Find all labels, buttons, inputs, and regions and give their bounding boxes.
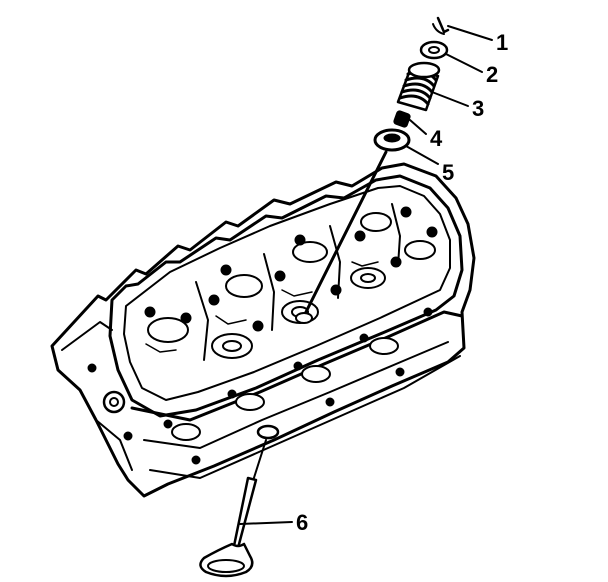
valve-spring — [396, 61, 441, 112]
callout-leaders — [239, 25, 493, 525]
callout-numbers: 1 2 3 4 5 6 — [296, 30, 508, 535]
callout-3: 3 — [472, 96, 484, 121]
cylinder-head — [50, 162, 476, 498]
callout-5: 5 — [442, 160, 454, 185]
valve-stem-oil-seal — [393, 110, 411, 128]
callout-6: 6 — [296, 510, 308, 535]
callout-2: 2 — [486, 62, 498, 87]
callout-leader-5 — [405, 145, 439, 165]
callout-4: 4 — [430, 126, 443, 151]
valve-spring-retainer — [419, 40, 449, 60]
port-face — [130, 307, 464, 479]
valve-seat — [256, 424, 280, 440]
valve-axis-line — [302, 150, 388, 318]
valve — [199, 439, 267, 578]
callout-leader-2 — [445, 53, 483, 73]
valve-pockets — [144, 203, 438, 361]
callout-leader-3 — [431, 91, 469, 107]
valve-keepers — [432, 16, 450, 35]
valve-spring-seat — [373, 128, 411, 152]
callout-1: 1 — [496, 30, 508, 55]
callout-leader-6 — [239, 521, 293, 525]
head-end-face — [61, 321, 133, 471]
callout-leader-4 — [409, 119, 427, 135]
callout-leader-1 — [447, 25, 493, 41]
